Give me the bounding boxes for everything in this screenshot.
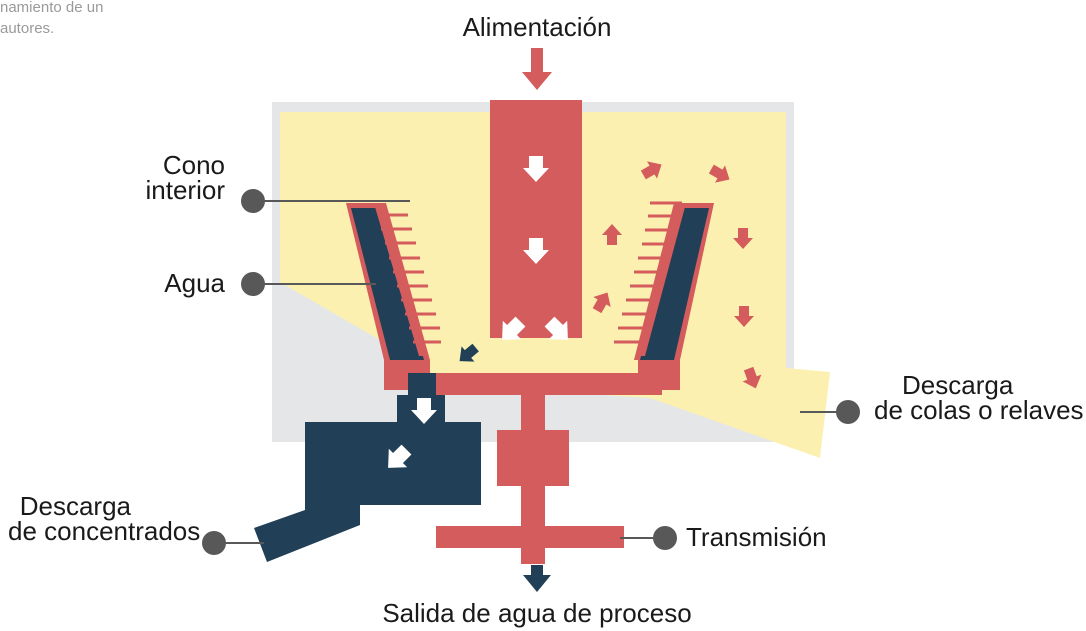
- label-tailings-line-1: Descarga: [902, 370, 1014, 400]
- label-concentrates: Descarga de concentrados: [8, 491, 201, 546]
- label-transmission: Transmisión: [686, 522, 827, 552]
- right-cone-wall: [640, 207, 685, 356]
- left-cone-ribs: [378, 213, 441, 344]
- shaft-middle: [521, 486, 545, 526]
- left-cone-water: [351, 208, 424, 360]
- rotor-plate: [436, 373, 662, 395]
- label-water: Agua: [164, 268, 225, 298]
- motor-block: [497, 430, 569, 486]
- callout-tailings: [800, 400, 860, 424]
- transmission-plate: [436, 526, 624, 548]
- label-inner-cone-line-2: interior: [145, 175, 225, 205]
- label-tailings: Descarga de colas o relaves: [874, 370, 1084, 425]
- callout-concentrates: [202, 531, 264, 555]
- label-concentrates-line-1: Descarga: [19, 491, 131, 521]
- feed-pipe: [490, 100, 582, 338]
- label-inner-cone-line-1: Cono: [162, 150, 225, 180]
- shaft-lower: [521, 548, 545, 564]
- label-process-water: Salida de agua de proceso: [382, 598, 692, 628]
- label-tailings-line-2: de colas o relaves: [874, 395, 1084, 425]
- right-cone-ribs: [614, 201, 682, 344]
- feed-arrow: [522, 48, 552, 90]
- callout-transmission: [620, 526, 677, 550]
- shaft-upper: [521, 395, 545, 430]
- label-inner-cone: Cono interior: [110, 150, 225, 205]
- corner-caption-line-2: autores.: [0, 20, 55, 37]
- label-feed: Alimentación: [462, 12, 612, 42]
- label-concentrates-line-2: de concentrados: [8, 516, 201, 546]
- callout-water: [241, 272, 376, 296]
- callout-inner-cone: [241, 189, 410, 213]
- flow-arrow-navy: [453, 339, 551, 592]
- right-cone-water: [640, 208, 709, 360]
- corner-caption-line-1: namiento de un: [0, 0, 104, 16]
